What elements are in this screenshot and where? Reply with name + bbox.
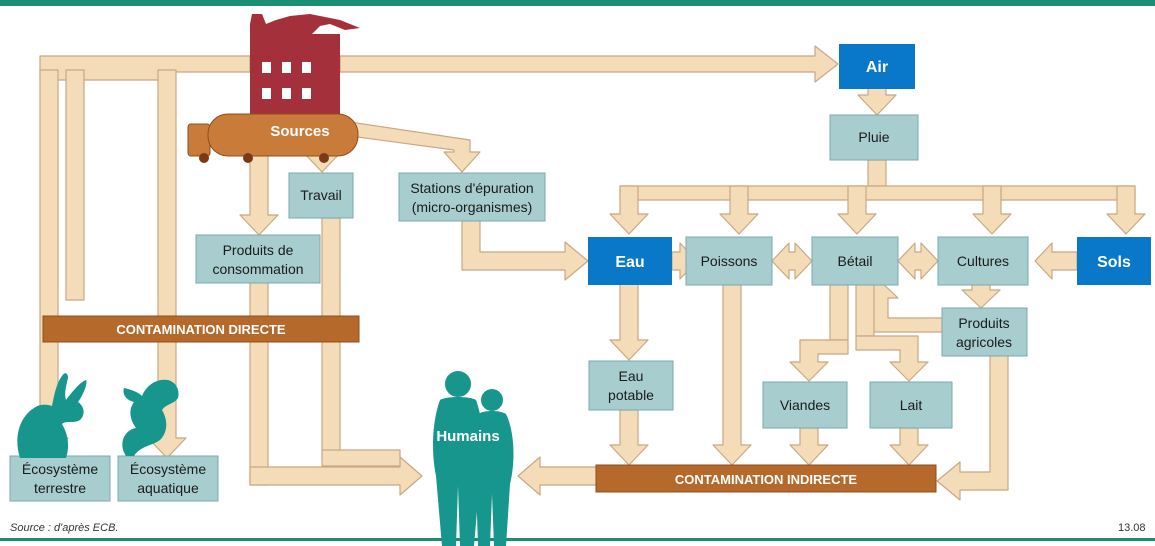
- arrow-produits-humains: [249, 279, 269, 486]
- node-stations: Stations d'épuration (micro-organismes): [398, 172, 546, 222]
- arrow-air-pluie: [857, 87, 897, 116]
- node-produits-agricoles-label-1: Produits: [958, 315, 1009, 331]
- node-betail-label: Bétail: [837, 253, 872, 269]
- arrow-betail-down-b: [855, 281, 875, 337]
- node-sols: Sols: [1077, 237, 1151, 285]
- node-eco-aquatique-label-2: aquatique: [137, 480, 199, 496]
- arrow-to-lait: [855, 335, 929, 382]
- node-eco-terrestre: Écosystème terrestre: [9, 455, 111, 502]
- node-betail: Bétail: [811, 236, 899, 286]
- arrow-sources-stations: [349, 121, 481, 173]
- node-produits-conso: Produits de consommation: [195, 234, 321, 284]
- arrow-viandes-indirecte: [789, 427, 829, 466]
- arrow-sources-produits: [239, 149, 279, 236]
- fish-icon: [122, 379, 179, 456]
- node-lait-label: Lait: [900, 397, 923, 413]
- rabbit-icon: [17, 373, 87, 458]
- node-eco-aquatique-label-1: Écosystème: [130, 461, 206, 477]
- node-eau-potable-label-2: potable: [608, 387, 654, 403]
- node-travail-label: Travail: [300, 187, 342, 203]
- humans-icon: [433, 371, 514, 546]
- arrow-betail-down-a: [829, 281, 849, 341]
- node-produits-agricoles: Produits agricoles: [941, 307, 1028, 357]
- node-produits-conso-label-1: Produits de: [223, 242, 294, 258]
- tanker-truck-icon: [187, 113, 359, 163]
- node-sources-label: Sources: [270, 123, 329, 140]
- arrow-produits-indirecte: [936, 354, 1009, 501]
- arrow-pluie-poissons: [719, 185, 759, 235]
- node-eau-potable: Eau potable: [588, 360, 674, 411]
- arrow-pluie-cultures: [972, 185, 1012, 235]
- node-travail: Travail: [288, 172, 354, 219]
- contamination-indirecte-bar: CONTAMINATION INDIRECTE: [595, 464, 937, 493]
- node-eco-aquatique: Écosystème aquatique: [117, 455, 219, 502]
- node-eco-terrestre-label-1: Écosystème: [22, 461, 98, 477]
- node-eau-label: Eau: [615, 254, 644, 271]
- arrow-stations-eau: [461, 217, 589, 281]
- node-stations-label-2: (micro-organismes): [412, 199, 533, 215]
- arrow-potable-indirecte: [609, 409, 649, 466]
- bottom-line: [0, 538, 1155, 541]
- node-cultures: Cultures: [937, 236, 1029, 286]
- node-pluie-label: Pluie: [858, 129, 889, 145]
- arrow-pluie-down: [867, 159, 887, 187]
- node-poissons-label: Poissons: [701, 253, 758, 269]
- contamination-indirecte-label: CONTAMINATION INDIRECTE: [675, 472, 858, 487]
- arrow-betail-cultures: [897, 242, 939, 280]
- node-pluie: Pluie: [829, 114, 919, 161]
- node-produits-conso-label-2: consommation: [212, 261, 303, 277]
- node-produits-agricoles-label-2: agricoles: [956, 334, 1012, 350]
- node-viandes-label: Viandes: [780, 397, 830, 413]
- arrow-cultures-produits: [961, 283, 1001, 309]
- node-humains-label: Humains: [436, 428, 499, 445]
- arrow-poissons-betail: [771, 242, 813, 280]
- node-eau-potable-label-1: Eau: [619, 368, 644, 384]
- top-bar: [0, 0, 1155, 6]
- node-air-label: Air: [866, 59, 888, 76]
- node-stations-label-1: Stations d'épuration: [410, 180, 533, 196]
- node-eau: Eau: [588, 237, 672, 285]
- arrow-pluie-sols: [1106, 185, 1146, 235]
- arrow-lait-indirecte: [889, 427, 929, 466]
- contamination-directe-label: CONTAMINATION DIRECTE: [116, 322, 286, 337]
- source-credit: Source : d'après ECB.: [10, 522, 119, 534]
- node-air: Air: [839, 44, 915, 89]
- node-poissons: Poissons: [685, 236, 773, 286]
- arrow-to-viandes: [789, 339, 849, 382]
- arrow-sources-air: [339, 45, 839, 83]
- figure-code: 13.08: [1118, 522, 1146, 534]
- arrow-eau-potable: [609, 283, 649, 361]
- node-cultures-label: Cultures: [957, 253, 1009, 269]
- arrow-pluie-eau: [609, 185, 649, 235]
- node-viandes: Viandes: [762, 381, 848, 429]
- node-lait: Lait: [869, 381, 953, 429]
- node-eco-terrestre-label-2: terrestre: [34, 480, 86, 496]
- arrow-loop-down: [65, 69, 85, 301]
- arrow-pluie-betail: [837, 185, 877, 235]
- arrow-left2-to-humains: [321, 449, 401, 467]
- arrow-sols-cultures: [1034, 242, 1078, 280]
- contamination-directe-bar: CONTAMINATION DIRECTE: [42, 315, 360, 343]
- arrow-indirecte-humains: [517, 456, 599, 496]
- arrow-pluie-distribution: [619, 185, 1136, 201]
- node-sols-label: Sols: [1097, 254, 1131, 271]
- arrow-poissons-indirecte: [712, 283, 752, 466]
